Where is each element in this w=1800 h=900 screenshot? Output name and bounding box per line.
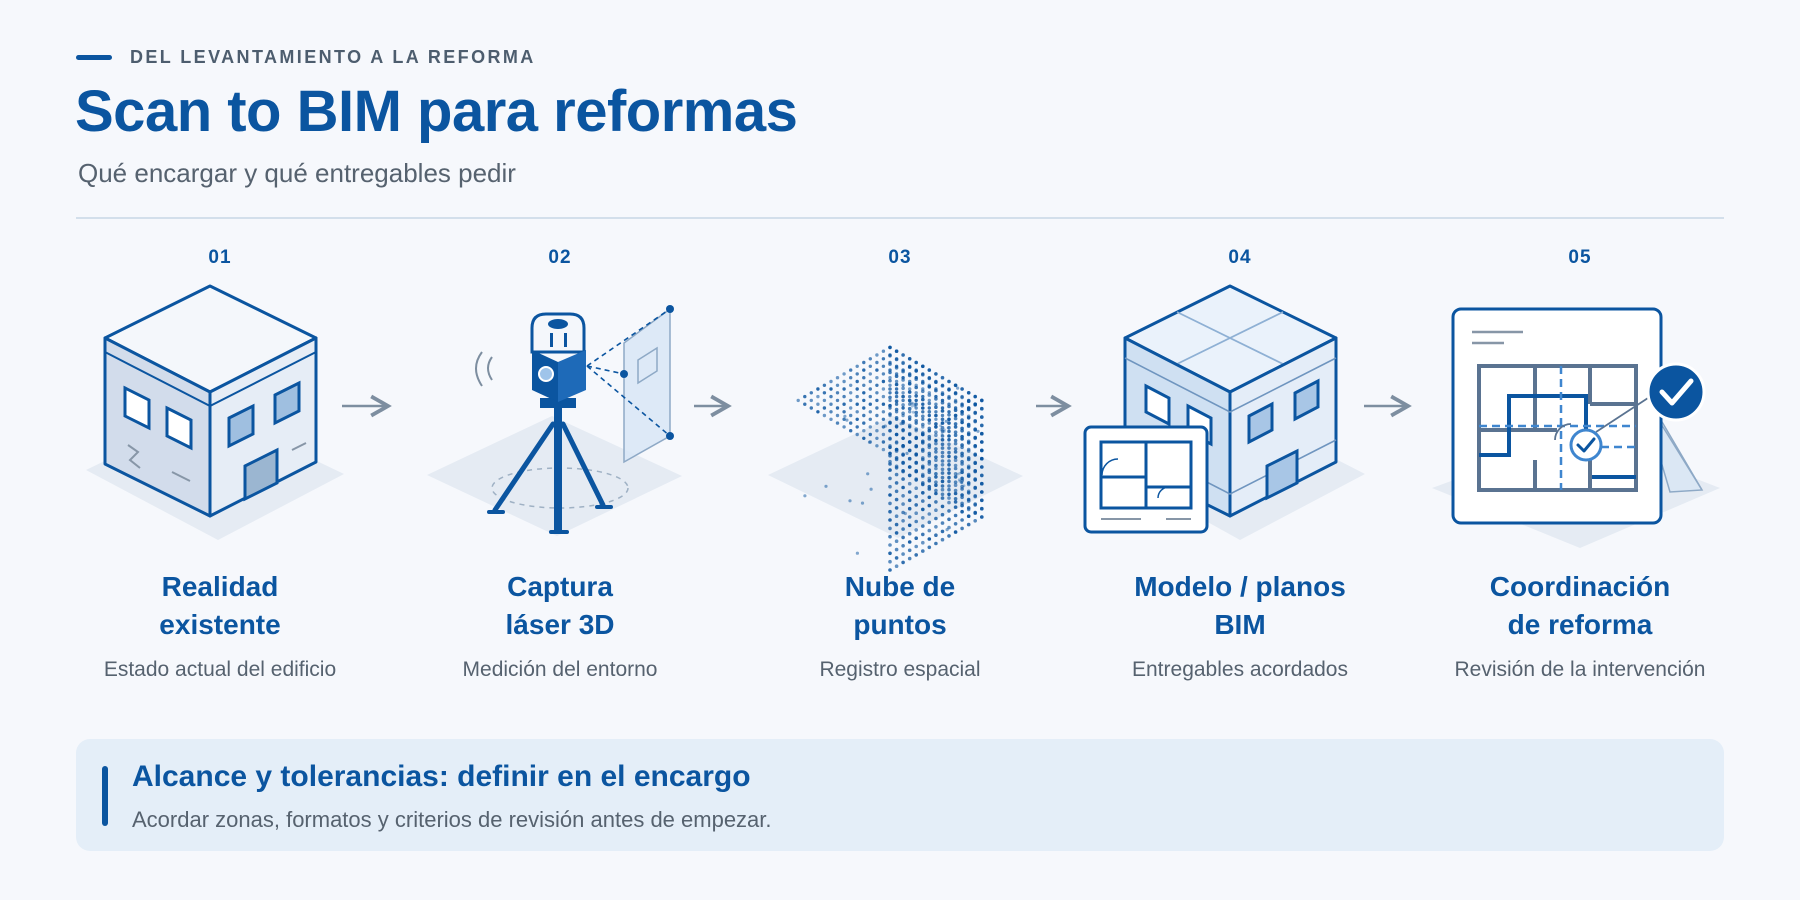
check-circle-small-icon (1569, 428, 1603, 462)
step-2-title: Captura láser 3D (415, 568, 705, 644)
step-5-number: 05 (1568, 247, 1592, 268)
check-circle-icon (1646, 362, 1706, 422)
step-1-title-line1: Realidad (161, 571, 279, 602)
page-subtitle: Qué encargar y qué entregables pedir (78, 158, 516, 188)
step-1-title: Realidad existente (75, 568, 365, 644)
header-divider (76, 217, 1724, 219)
note-text: Acordar zonas, formatos y criterios de r… (132, 807, 772, 832)
renovation-coordination-icon (1432, 307, 1720, 548)
step-3-title-line1: Nube de (844, 571, 956, 602)
step-4-description: Entregables acordados (1132, 658, 1348, 681)
step-5-title-line1: Coordinación (1489, 571, 1671, 602)
step-5-title: Coordinación de reforma (1435, 568, 1725, 644)
point-cloud-dots (796, 345, 984, 572)
step-4-number: 04 (1228, 247, 1252, 268)
eyebrow: DEL LEVANTAMIENTO A LA REFORMA (76, 47, 536, 68)
note-accent-bar (102, 766, 108, 826)
step-1-number: 01 (208, 247, 232, 268)
scope-note: Alcance y tolerancias: definir en el enc… (76, 739, 1724, 851)
point-cloud-icon (768, 345, 1023, 572)
note-title: Alcance y tolerancias: definir en el enc… (132, 760, 751, 793)
step-3-title: Nube de puntos (755, 568, 1045, 644)
step-1-title-line2: existente (159, 609, 281, 640)
step-4-title-line2: BIM (1214, 609, 1266, 640)
eyebrow-text: DEL LEVANTAMIENTO A LA REFORMA (130, 47, 536, 67)
step-2-title-line2: láser 3D (505, 609, 615, 640)
step-5-description: Revisión de la intervención (1454, 658, 1706, 681)
bim-model-icon (1083, 284, 1365, 540)
step-3-description: Registro espacial (819, 658, 981, 681)
step-4-title-line1: Modelo / planos (1134, 571, 1346, 602)
page-title: Scan to BIM para reformas (75, 79, 798, 144)
step-3-title-line2: puntos (853, 609, 947, 640)
step-5-title-line2: de reforma (1507, 609, 1653, 640)
step-3-number: 03 (888, 247, 912, 268)
existing-building-icon (86, 284, 344, 540)
laser-scanner-icon (427, 305, 682, 536)
eyebrow-accent-bar (76, 55, 112, 60)
step-2-number: 02 (548, 247, 572, 268)
step-4-title: Modelo / planos BIM (1095, 568, 1385, 644)
step-2-title-line1: Captura (507, 571, 613, 602)
step-1-description: Estado actual del edificio (103, 658, 337, 681)
step-2-description: Medición del entorno (462, 658, 658, 681)
